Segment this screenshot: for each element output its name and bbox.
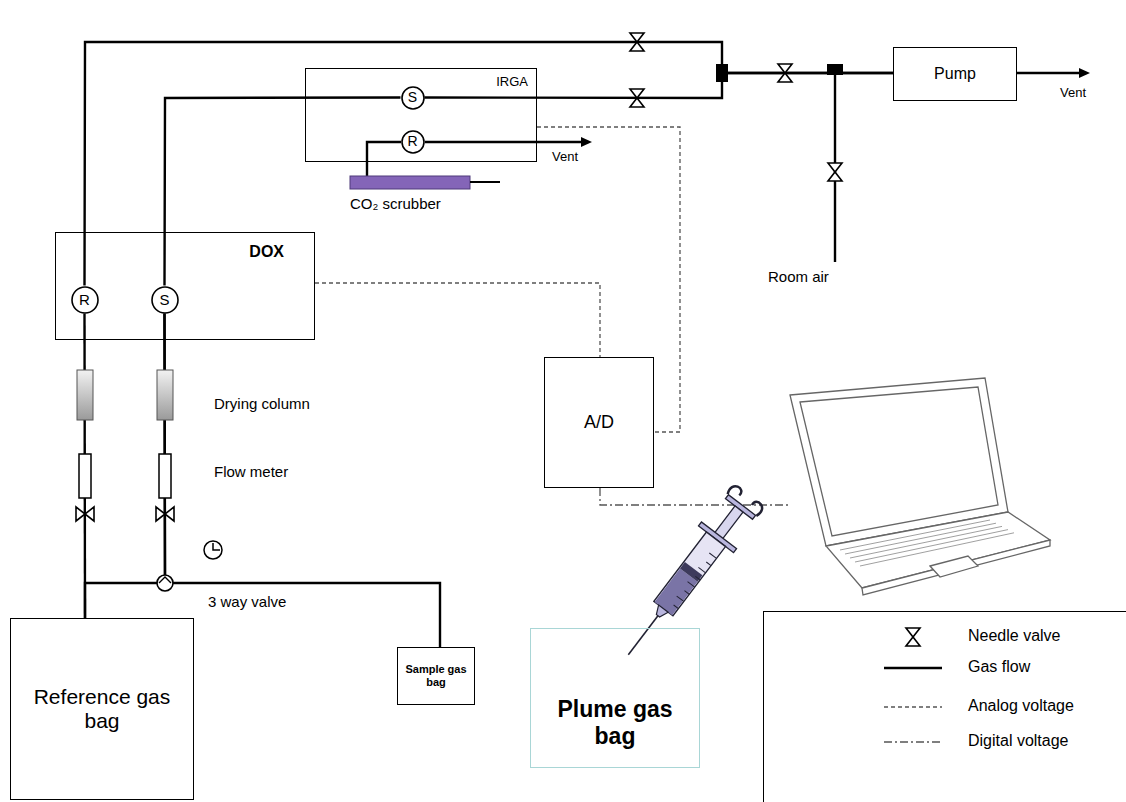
node-label: IRGA	[496, 75, 528, 90]
node-label: Plume gas bag	[539, 696, 691, 749]
needle-valve	[778, 64, 792, 82]
laptop	[790, 378, 1050, 595]
part-label: CO₂ scrubber	[350, 195, 441, 212]
needle-valve	[630, 89, 644, 107]
pump-box: Pump	[893, 47, 1017, 101]
sample-cell: S	[151, 286, 179, 314]
gas-line	[470, 181, 500, 183]
legend-sample	[884, 667, 942, 669]
gas-line	[425, 73, 894, 98]
node-label: Pump	[934, 65, 976, 83]
gas-line	[425, 141, 585, 143]
part-label: Flow meter	[214, 463, 288, 480]
legend-sample	[884, 741, 942, 742]
timer-hands	[213, 543, 220, 550]
tee-connector	[827, 64, 843, 75]
instrument-box: DOX R S	[55, 232, 315, 340]
node-label: R	[79, 291, 90, 308]
legend-box: Needle valveGas flowAnalog voltageDigita…	[763, 611, 1126, 802]
needle-valve	[630, 33, 644, 51]
drying-column	[77, 370, 93, 420]
syringe	[611, 482, 767, 668]
three-way-valve	[157, 575, 173, 591]
gas-bag: Sample gas bag	[397, 647, 475, 705]
flow-meter	[79, 454, 91, 498]
gas-bag: Plume gas bag	[530, 628, 700, 768]
tee-connector	[716, 64, 728, 82]
drying-column	[157, 370, 173, 420]
node-label: DOX	[249, 243, 284, 261]
gas-line	[83, 314, 86, 619]
part-label: Vent	[1060, 86, 1086, 101]
flow-meter	[159, 454, 171, 498]
node-label: S	[159, 291, 169, 308]
co2-scrubber	[350, 176, 470, 189]
node-label: Reference gas bag	[19, 685, 185, 733]
gas-line	[367, 142, 401, 178]
legend-text: Digital voltage	[968, 732, 1069, 750]
digital-wire	[600, 488, 790, 505]
part-label: Vent	[552, 150, 578, 165]
node-label: S	[408, 89, 417, 105]
part-label: Room air	[768, 268, 829, 285]
node-label: A/D	[584, 412, 614, 433]
reference-cell: R	[401, 130, 425, 154]
gas-line	[165, 98, 401, 286]
gas-line	[85, 314, 165, 619]
converter-box: A/D	[544, 357, 654, 488]
needle-valve	[76, 507, 94, 521]
sample-cell: S	[401, 86, 425, 110]
arrow-head	[581, 137, 592, 147]
needle-valve	[828, 163, 842, 181]
gas-line	[165, 314, 441, 648]
timer-icon	[204, 541, 222, 559]
analog-wire	[315, 283, 600, 357]
part-label: Drying column	[214, 395, 310, 412]
needle-valve	[156, 507, 174, 521]
legend-sample	[906, 628, 920, 646]
gas-line	[834, 73, 836, 262]
instrument-box: IRGA S R	[305, 68, 537, 162]
reference-cell: R	[71, 286, 99, 314]
node-label: R	[407, 133, 417, 149]
legend-sample	[884, 706, 942, 707]
gas-line	[159, 577, 171, 583]
part-label: 3 way valve	[208, 593, 286, 610]
legend-text: Needle valve	[968, 627, 1061, 645]
analog-wire	[537, 127, 680, 432]
gas-bag: Reference gas bag	[10, 618, 194, 800]
legend-text: Analog voltage	[968, 697, 1074, 715]
gas-line	[85, 42, 894, 286]
legend-text: Gas flow	[968, 658, 1030, 676]
gas-line	[1017, 72, 1080, 74]
arrow-head	[1079, 68, 1090, 78]
node-label: Sample gas bag	[402, 663, 470, 688]
